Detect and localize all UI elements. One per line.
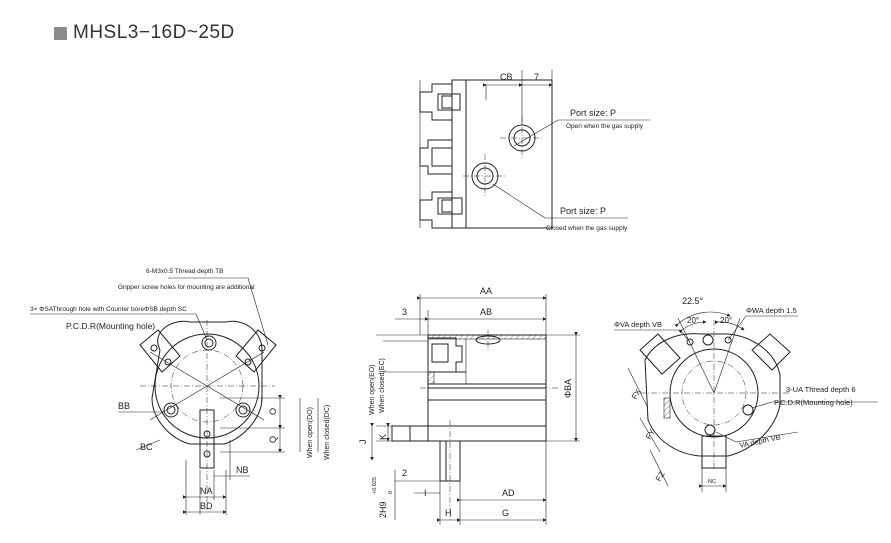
dim-ab: AB xyxy=(480,307,492,317)
port-closed-note: Closed when the gas supply xyxy=(546,225,628,232)
title-text: MHSL3−16D~25D xyxy=(73,22,235,43)
page-title: MHSL3−16D~25D xyxy=(54,22,235,44)
label-bd: BD xyxy=(200,501,213,511)
dim-aa: AA xyxy=(480,286,492,296)
dim-ad: AD xyxy=(502,488,515,498)
left-jaw-upper-left xyxy=(139,329,181,373)
label-nb: NB xyxy=(236,465,249,475)
label-na: NA xyxy=(200,486,213,496)
right-jaw-upper-right xyxy=(751,333,791,371)
angle-20-right: 20° xyxy=(720,316,732,325)
dim-k: K xyxy=(378,434,388,440)
dim-i: I xyxy=(424,488,427,498)
port-open-note: Open when the gas supply xyxy=(566,123,644,130)
top-view-jaw xyxy=(419,83,461,121)
fit-sub: 0 xyxy=(388,491,394,494)
label-bb: BB xyxy=(118,401,130,411)
left-pcd-note: P.C.D.R(Mounting hole) xyxy=(66,321,155,331)
middle-open-label: When open(EO) xyxy=(369,364,376,415)
middle-closed-label: When closed(EC) xyxy=(379,358,386,413)
dim-g: G xyxy=(502,508,509,518)
right-jaw-upper-left xyxy=(639,333,681,375)
left-jaw-upper-right xyxy=(235,329,277,373)
label-fx: FX xyxy=(630,387,643,401)
top-view: CB 7 Port size: P Open when the gas supp… xyxy=(419,70,650,232)
top-view-jaw xyxy=(419,191,463,229)
dim-cb-label: CB xyxy=(500,72,513,82)
fit-label: 2H9 xyxy=(378,501,388,518)
label-fy: FY xyxy=(644,427,657,441)
label-nc: NC xyxy=(708,479,716,485)
gripper-note: Gripper screw holes for mounting are add… xyxy=(118,284,255,291)
wa-note: ΦWA depth 1.5 xyxy=(746,306,797,315)
right-pcd-note: P.C.D.R(Mounting hole) xyxy=(774,398,853,407)
thread-note: 6-M3x0.5 Thread depth TB xyxy=(146,268,223,275)
va-top-note: ΦVA depth VB xyxy=(614,320,662,329)
label-q: Q xyxy=(268,436,278,443)
fit-sup: +0.025 xyxy=(372,477,378,494)
port-open-label: Port size: P xyxy=(570,108,616,118)
dim-2: 2 xyxy=(402,468,407,478)
dim-3: 3 xyxy=(402,307,407,317)
label-o: O xyxy=(268,408,278,415)
dim-7-label: 7 xyxy=(534,72,539,82)
left-view: 6-M3x0.5 Thread depth TB Gripper screw h… xyxy=(30,268,331,515)
label-fz: FZ xyxy=(654,470,667,483)
label-bc: BC xyxy=(140,442,153,452)
title-square-icon xyxy=(54,26,67,40)
left-dim-closed: When closed(DC) xyxy=(324,405,331,460)
left-dim-open: When open(DO) xyxy=(307,407,314,458)
ua-note: 3-UA Thread depth 6 xyxy=(786,385,856,394)
through-hole-note: 3× ΦSAThrough hole with Counter boreΦSB … xyxy=(30,306,187,313)
dim-j: J xyxy=(358,440,368,445)
angle-22-5: 22.5° xyxy=(682,296,704,306)
dim-phi-ba: ΦBA xyxy=(563,379,573,398)
angle-20-left: 20° xyxy=(687,316,699,325)
dim-h: H xyxy=(445,508,452,518)
port-closed-label: Port size: P xyxy=(560,206,606,216)
va-bottom-note: VA depth VB xyxy=(739,432,782,450)
middle-view: AA AB 3 ΦBA xyxy=(358,286,580,525)
top-view-jaw xyxy=(419,139,453,175)
right-view: 22.5° 20° 20° ΦVA depth VB ΦWA depth 1.5… xyxy=(614,296,878,492)
